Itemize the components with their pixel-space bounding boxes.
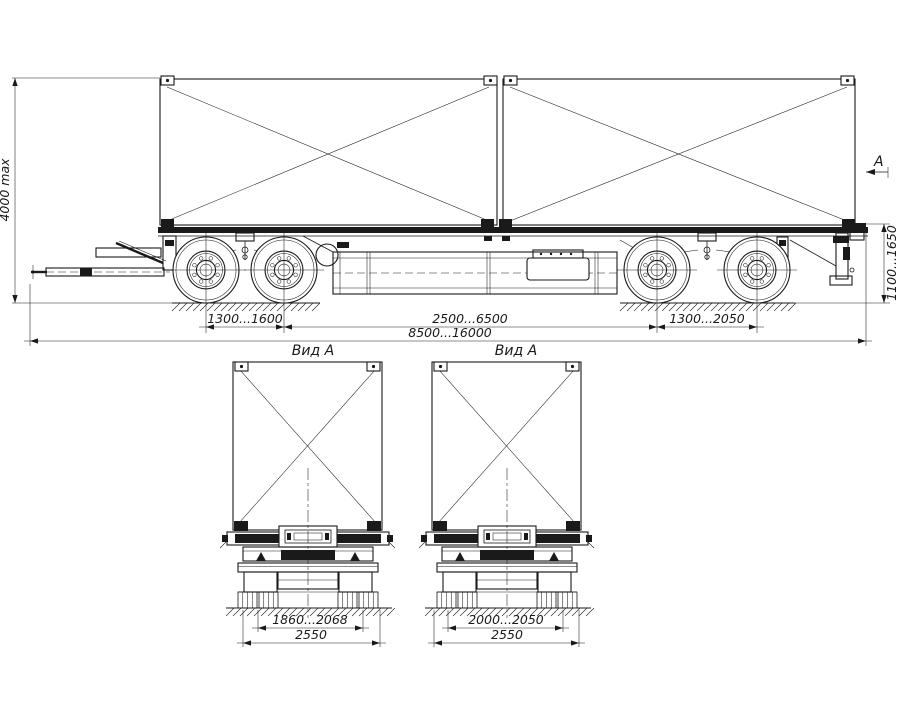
dim-front-bogie-spread: 1300...1600 xyxy=(199,311,764,330)
rear-view-geometry xyxy=(219,361,396,618)
corner-fitting-icon xyxy=(503,75,855,86)
dim-inner-width: 1860...2068 xyxy=(252,610,369,632)
dim-overall-width: 2550 xyxy=(428,610,585,647)
view-a-marker: А xyxy=(866,154,889,178)
dim-container-gap: 2500...6500 xyxy=(284,311,657,330)
corner-fitting-icon xyxy=(160,75,498,86)
ground-front xyxy=(171,302,321,312)
side-view: 4000 max 1100...1650 А 1300...1600 2500.… xyxy=(0,75,899,346)
dim-inner-width: 2000...2050 xyxy=(442,610,569,632)
deck-height-label: 1100...1650 xyxy=(884,225,899,301)
ground-rear xyxy=(619,302,797,312)
front-bogie xyxy=(166,231,339,333)
rear-view-left-title: Вид А xyxy=(292,343,334,359)
overall-width-label: 2550 xyxy=(295,627,327,642)
container-gap-label: 2500...6500 xyxy=(432,311,508,326)
height-dimension: 4000 max xyxy=(0,77,172,304)
toolbox xyxy=(526,249,590,281)
chassis-frame xyxy=(95,235,618,295)
rear-bogie-spread-label: 1300...2050 xyxy=(669,311,745,326)
air-tank-icon xyxy=(315,243,339,267)
front-container xyxy=(159,75,498,226)
platform-deck xyxy=(158,219,868,241)
rear-overhang xyxy=(789,232,855,286)
overall-width-label: 2550 xyxy=(491,627,523,642)
front-bogie-spread-label: 1300...1600 xyxy=(207,311,283,326)
height-dimension-label: 4000 max xyxy=(0,158,12,222)
dim-overall-width: 2550 xyxy=(237,610,386,647)
dual-wheels xyxy=(237,591,379,609)
mid-twist-locks xyxy=(481,219,512,241)
rear-view-right-title: Вид А xyxy=(495,343,537,359)
rear-view-left: Вид А xyxy=(219,343,396,647)
rear-view-right: Вид А 2000...2050 2550 xyxy=(418,343,595,647)
drawbar xyxy=(31,235,177,279)
deck-height-dimension: 1100...1650 xyxy=(795,223,899,304)
rear-bogie xyxy=(617,231,797,333)
view-a-marker-label: А xyxy=(873,154,884,170)
rear-view-geometry-instance xyxy=(418,361,595,619)
overall-length-label: 8500...16000 xyxy=(408,325,492,340)
inner-width-label: 2000...2050 xyxy=(468,612,544,627)
corner-fitting-icon xyxy=(234,361,381,372)
inner-width-label: 1860...2068 xyxy=(272,612,348,627)
dim-overall-length: 8500...16000 xyxy=(24,233,872,346)
drawbar-spring xyxy=(115,240,167,265)
dim-rear-bogie-spread: 1300...2050 xyxy=(657,311,757,330)
rear-container xyxy=(502,75,856,226)
